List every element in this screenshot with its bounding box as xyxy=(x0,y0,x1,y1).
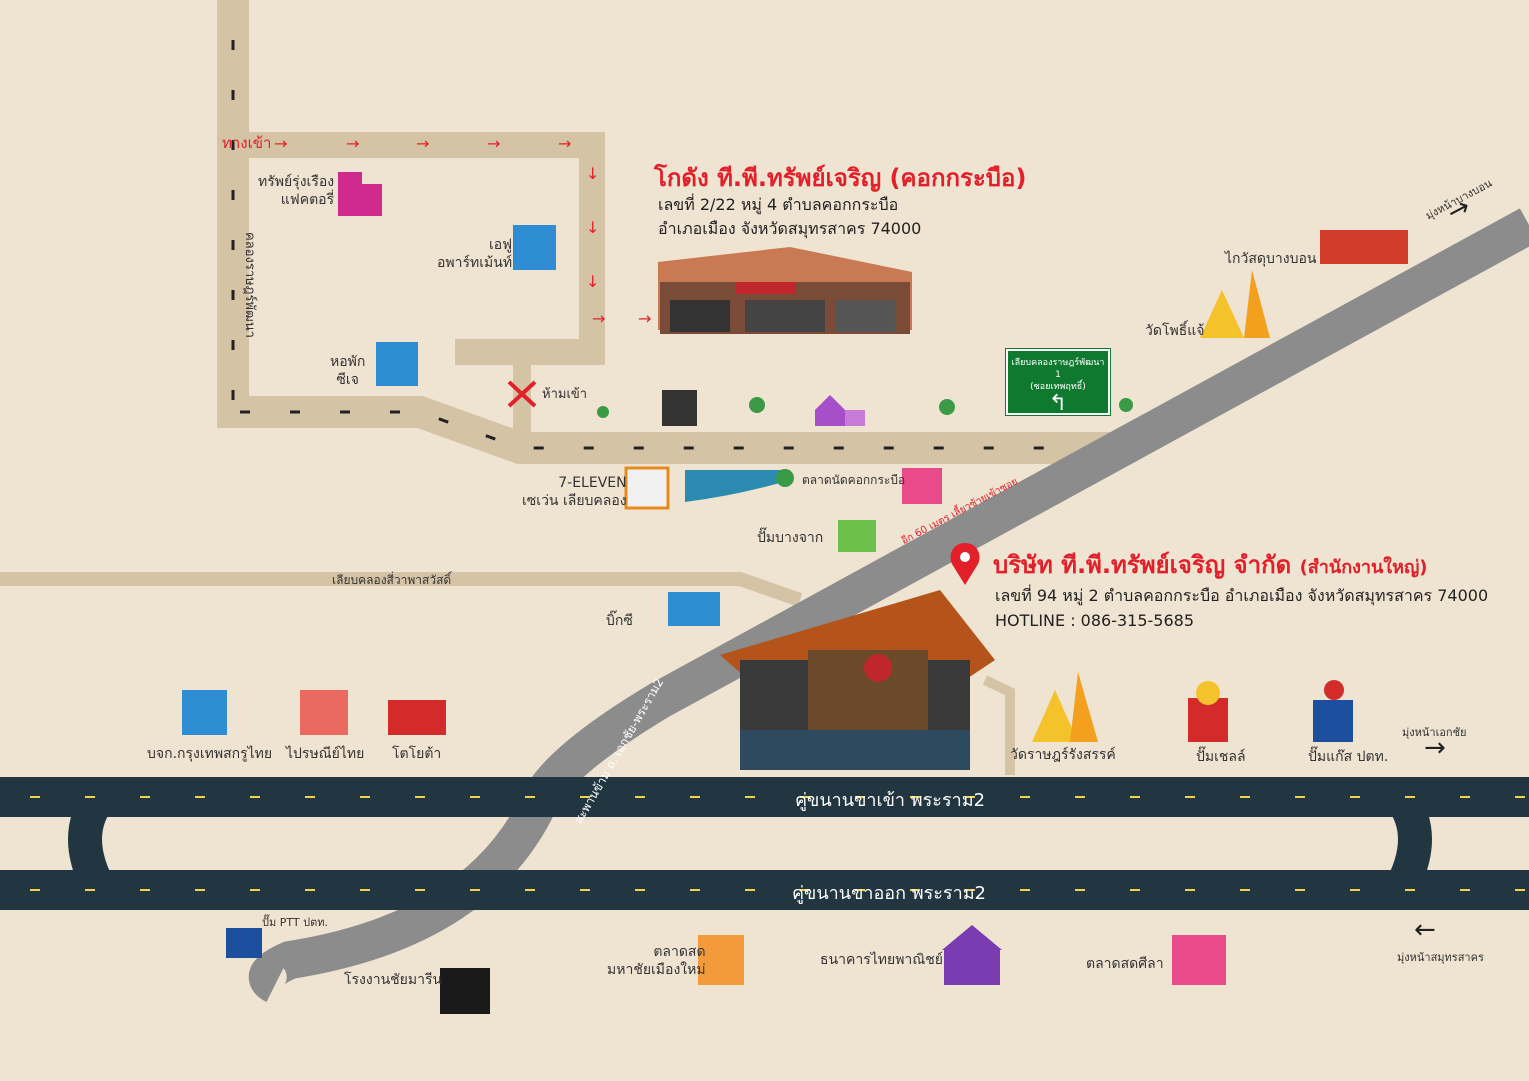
market-sala-label: ตลาดสดศีลา xyxy=(1086,956,1164,972)
warehouse-title: โกดัง ที.พี.ทรัพย์เจริญ (คอกกระบือ) xyxy=(654,164,1027,192)
location-pin-icon xyxy=(950,543,980,585)
seven-eleven-line1: 7-ELEVEN xyxy=(558,475,627,491)
warehouse-address: เลขที่ 2/22 หมู่ 4 ตำบลคอกกระบือ อำเภอเม… xyxy=(658,193,921,241)
x-mark-icon xyxy=(507,380,537,408)
hospital-icon xyxy=(1320,230,1408,264)
bank-bkk-icon xyxy=(182,690,227,735)
warehouse-address-line1: เลขที่ 2/22 หมู่ 4 ตำบลคอกกระบือ xyxy=(658,195,899,214)
road-sign-line2: (ซอยเทพฤทธิ์) xyxy=(1030,382,1086,392)
hq-title-suffix: (สำนักงานใหญ่) xyxy=(1299,557,1428,578)
temple-pho-label: วัดโพธิ์แจ้ xyxy=(1145,323,1205,339)
road-sign: เลียบคลองราษฎร์พัฒนา 1 (ซอยเทพฤทธิ์) ↰ xyxy=(1005,348,1111,416)
ptt-small-icon xyxy=(226,928,262,958)
market-kok-label: ตลาดนัดคอกกระบือ xyxy=(802,473,906,487)
side-canal-label: คลองราษฎร์พัฒนา xyxy=(241,232,257,338)
temple-rat-icon xyxy=(1032,672,1098,742)
post-office-icon xyxy=(300,690,348,735)
dorm-line2: ซีเจ xyxy=(336,372,359,388)
scb-bank-label: ธนาคารไทยพาณิชย์ xyxy=(820,952,943,968)
arrow-right-icon: → xyxy=(487,134,501,153)
no-entry-label: ห้ามเข้า xyxy=(542,387,588,402)
road-sign-line1: เลียบคลองราษฎร์พัฒนา 1 xyxy=(1011,358,1105,380)
turn-left-arrow-icon: ↰ xyxy=(1048,391,1068,416)
canal-water xyxy=(685,470,790,502)
to-samutsakhon-label: มุ่งหน้าสมุทรสาคร xyxy=(1397,951,1484,964)
ptt-gas-label: ปั๊มแก๊ส ปตท. xyxy=(1308,749,1389,765)
hq-access-road xyxy=(982,675,1015,775)
arrow-right-icon: → xyxy=(274,134,288,153)
hq-address-line: เลขที่ 94 หมู่ 2 ตำบลคอกกระบือ อำเภอเมือ… xyxy=(995,586,1489,605)
arrow-right-icon: → xyxy=(346,134,360,153)
bank-bkk-label: บจก.กรุงเทพสกรูไทย xyxy=(147,746,273,762)
chai-factory-label: โรงงานชัยมารีน xyxy=(344,972,443,988)
ptt-gas-icon xyxy=(1313,680,1353,742)
seven-eleven-label: 7-ELEVEN เซเว่น เลียบคลอง xyxy=(522,474,627,510)
toyota-icon xyxy=(388,700,446,735)
hq-title-main: บริษัท ที.พี.ทรัพย์เจริญ จำกัด xyxy=(993,551,1292,579)
apartment-line2: อพาร์ทเม้นท์ xyxy=(437,255,513,271)
apartment-icon xyxy=(513,225,556,270)
outbound-road-label: คู่ขนานขาออก พระราม2 xyxy=(792,883,987,904)
arrow-down-icon: ↓ xyxy=(586,272,600,291)
to-ekachai-label: มุ่งหน้าเอกชัย xyxy=(1402,726,1467,739)
temple-pho-icon xyxy=(1200,270,1270,338)
market-mahachai-icon xyxy=(698,935,744,985)
seven-eleven-icon xyxy=(624,466,670,510)
headquarters-building xyxy=(720,590,995,770)
factory-rungrueang-line1: ทรัพย์รุ่งเรือง xyxy=(258,174,335,190)
warehouse-address-line2: อำเภอเมือง จังหวัดสมุทรสาคร 74000 xyxy=(658,219,922,238)
arrow-left-icon: ← xyxy=(1414,915,1436,945)
scb-bank-icon xyxy=(942,925,1002,985)
dorm-line1: หอพัก xyxy=(330,354,366,370)
dorm-icon xyxy=(376,342,418,386)
big-c-label: บิ๊กซี xyxy=(606,613,633,629)
canal-road-label: เลียบคลองสี่วาพาสวัสดิ์ xyxy=(332,573,452,587)
arrow-right-icon: → xyxy=(1424,733,1446,763)
pump-bangjak-label: ปั๊มบางจาก xyxy=(757,530,824,546)
factory-rungrueang-line2: แฟคตอรี่ xyxy=(280,192,335,208)
inbound-road-label: คู่ขนานขาเข้า พระราม2 xyxy=(795,790,986,811)
toyota-label: โตโยต้า xyxy=(392,746,442,762)
side-canal-road xyxy=(217,0,1110,464)
factory-rungrueang-icon xyxy=(338,172,382,216)
house-icon xyxy=(815,395,865,426)
chai-factory-icon xyxy=(440,968,490,1014)
market-mahachai-line2: มหาชัยเมืองใหม่ xyxy=(607,962,706,978)
seven-eleven-line2: เซเว่น เลียบคลอง xyxy=(522,493,627,509)
dorm-label: หอพัก ซีเจ xyxy=(330,353,365,389)
ptt-small-label: ปั๊ม PTT ปตท. xyxy=(262,916,328,929)
market-mahachai-line1: ตลาดสด xyxy=(653,944,706,960)
apartment-line1: เอฟู xyxy=(488,237,513,253)
arrow-down-icon: ↓ xyxy=(586,164,600,183)
big-c-icon xyxy=(668,592,720,626)
hospital-label: ไกวัสดุบางบอน xyxy=(1225,251,1317,267)
arrow-right-icon: → xyxy=(638,309,652,328)
canal-road xyxy=(0,572,803,607)
pump-bangjak-icon xyxy=(838,520,876,552)
arrow-right-icon: → xyxy=(592,309,606,328)
post-office-label: ไปรษณีย์ไทย xyxy=(286,746,365,762)
shell-icon xyxy=(1188,681,1228,742)
arrow-right-icon: → xyxy=(558,134,572,153)
factory-rungrueang-label: ทรัพย์รุ่งเรือง แฟคตอรี่ xyxy=(258,173,334,209)
apartment-label: เอฟู อพาร์ทเม้นท์ xyxy=(437,236,512,272)
market-kok-icon xyxy=(902,468,942,504)
warehouse-building xyxy=(658,247,912,334)
hq-hotline: HOTLINE : 086-315-5685 xyxy=(995,611,1195,630)
market-mahachai-label: ตลาดสด มหาชัยเมืองใหม่ xyxy=(607,943,706,979)
entrance-label: ทางเข้า xyxy=(222,134,272,152)
hq-address: เลขที่ 94 หมู่ 2 ตำบลคอกกระบือ อำเภอเมือ… xyxy=(995,583,1488,633)
office-block-icon xyxy=(662,390,697,426)
temple-rat-label: วัดราษฎร์รังสรรค์ xyxy=(1010,747,1116,763)
arrow-down-icon: ↓ xyxy=(586,218,600,237)
arrow-right-icon: → xyxy=(416,134,430,153)
hq-title: บริษัท ที.พี.ทรัพย์เจริญ จำกัด (สำนักงาน… xyxy=(993,545,1428,584)
market-sala-icon xyxy=(1172,935,1226,985)
shell-label: ปั๊มเชลล์ xyxy=(1196,749,1246,765)
